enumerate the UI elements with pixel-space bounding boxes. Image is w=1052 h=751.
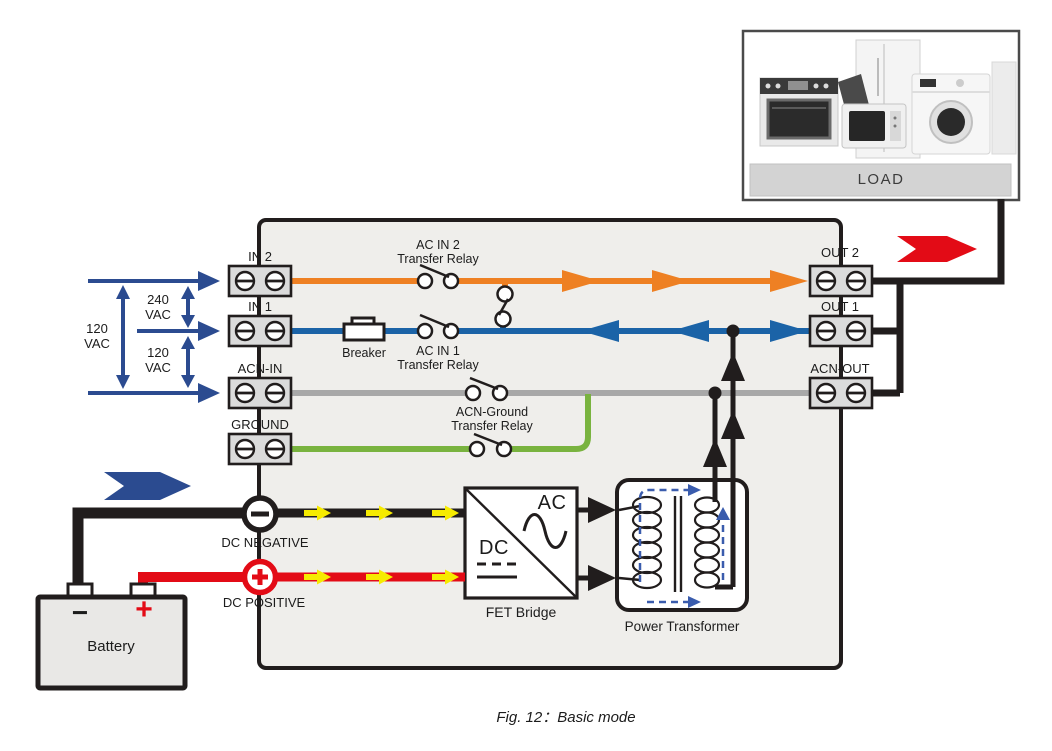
voltage-label-120: 120 VAC — [145, 345, 171, 375]
terminal-out2 — [808, 264, 874, 298]
primary-winding-icon — [631, 495, 663, 590]
fet-dc-label: DC — [479, 537, 509, 559]
load-appliances-illustration — [759, 39, 1017, 159]
power-transformer — [615, 478, 749, 612]
battery-plus-symbol: + — [135, 593, 153, 626]
inverter-enclosure-box — [257, 218, 843, 670]
breaker-label: Breaker — [342, 346, 386, 360]
terminal-out1 — [808, 314, 874, 348]
battery-flow-chevron-icon — [104, 472, 191, 500]
fet-bridge-label: FET Bridge — [485, 604, 557, 620]
terminal-label-in1: IN 1 — [248, 299, 272, 314]
dc-negative-cable — [72, 507, 465, 588]
flux-direction-dashed-arrows — [638, 484, 730, 608]
battery-label: Battery — [87, 638, 135, 655]
wire-l2-orange — [291, 270, 808, 292]
dc-current-arrows — [304, 505, 459, 585]
terminal-label-out1: OUT 1 — [820, 299, 860, 314]
load-box — [741, 29, 1021, 202]
terminal-in2 — [227, 264, 293, 298]
relay-acn-ground-contact-ground — [468, 432, 513, 458]
dc-negative-label: DC NEGATIVE — [221, 535, 309, 550]
relay-acn-ground-contact-neutral — [464, 376, 509, 402]
terminal-ground — [227, 432, 293, 466]
terminal-acn-in — [227, 376, 293, 410]
relay-ac-in2-contact — [416, 263, 460, 290]
load-label: LOAD — [857, 171, 905, 188]
voltage-label-240: 240 VAC — [145, 292, 171, 322]
dc-positive-terminal-icon — [241, 558, 279, 596]
figure-caption: Fig. 12：Basic mode — [496, 709, 636, 726]
relay-label-ac-in2: AC IN 2 Transfer Relay — [397, 238, 479, 266]
battery-minus-symbol: − — [71, 597, 89, 628]
relay-series-parallel-contact — [494, 281, 514, 331]
terminal-acn-out — [808, 376, 874, 410]
terminal-label-acn-out: ACN-OUT — [810, 361, 870, 376]
terminal-in1 — [227, 314, 293, 348]
battery-icon — [35, 582, 188, 691]
terminal-label-out2: OUT 2 — [820, 245, 860, 260]
terminal-label-acn-in: ACN-IN — [237, 361, 283, 376]
terminal-label-in2: IN 2 — [248, 249, 272, 264]
relay-label-acn-ground: ACN-Ground Transfer Relay — [451, 405, 533, 433]
transformer-output-feeds — [703, 324, 745, 590]
voltage-label-120-span: 120 VAC — [84, 321, 110, 351]
dc-negative-terminal-icon — [241, 495, 279, 533]
breaker-symbol — [342, 316, 386, 342]
wire-ground-green — [291, 394, 591, 452]
power-transformer-label: Power Transformer — [624, 619, 740, 634]
output-to-load-wiring — [872, 199, 1005, 397]
dc-positive-label: DC POSITIVE — [222, 595, 306, 610]
relay-label-ac-in1: AC IN 1 Transfer Relay — [397, 344, 479, 372]
fet-ac-label: AC — [537, 492, 567, 514]
output-flow-chevron-icon — [897, 236, 977, 262]
ac-sine-icon — [522, 513, 568, 549]
input-voltage-measure-arrows — [88, 271, 220, 403]
terminal-label-ground: GROUND — [231, 417, 289, 432]
relay-ac-in1-contact — [416, 313, 460, 340]
secondary-winding-icon — [693, 496, 721, 589]
fet-bridge — [463, 486, 616, 600]
load-label-bar — [749, 163, 1012, 197]
